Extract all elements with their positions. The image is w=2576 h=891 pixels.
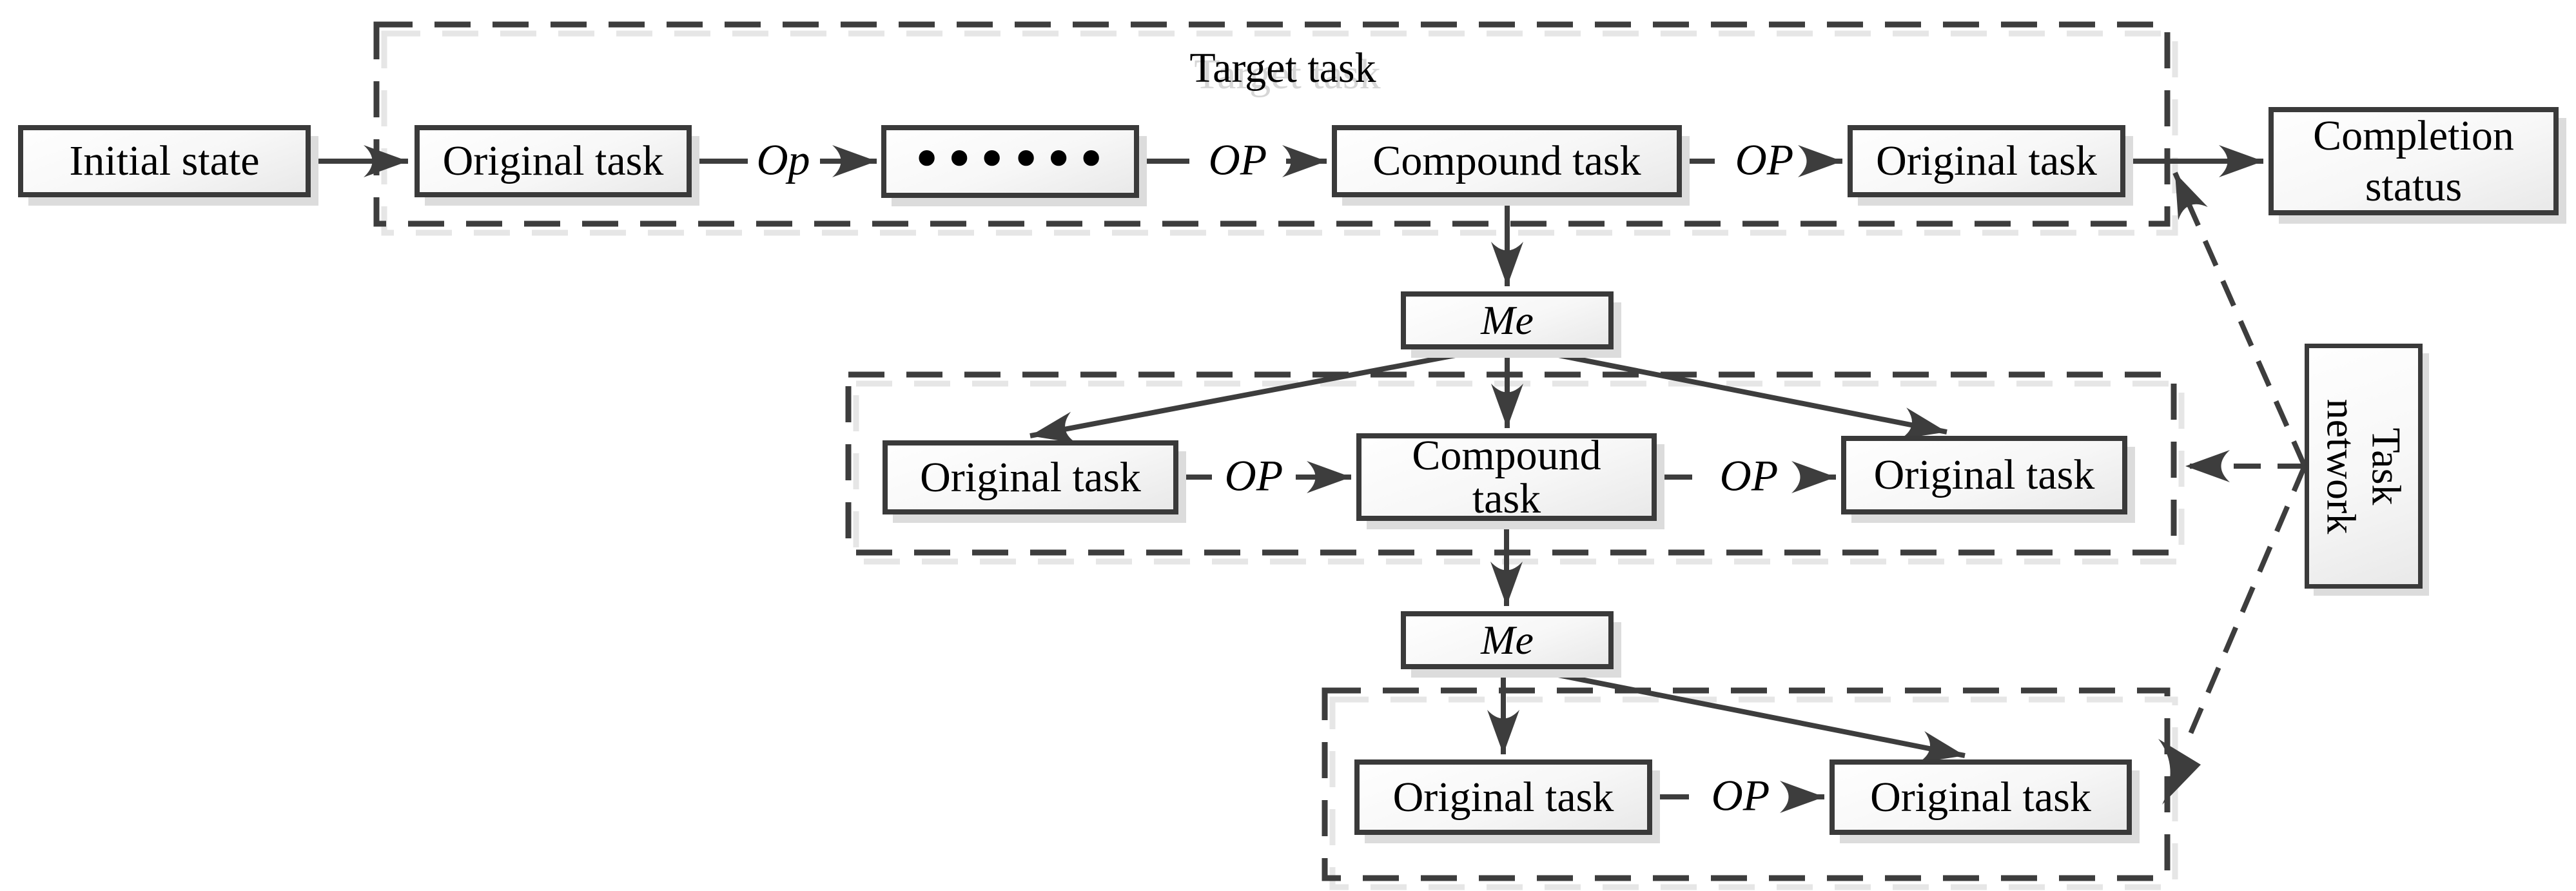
middle-container: [845, 371, 2177, 556]
node-original-task-r2a: Original task: [883, 440, 1178, 514]
node-label: Compound task: [1412, 431, 1601, 522]
edge-label-op-r1-2: OP: [1208, 135, 1267, 184]
edge-label-op-r2-1: OP: [1224, 451, 1283, 500]
node-label: Original task: [1873, 451, 2095, 499]
node-original-task-r3a: Original task: [1354, 759, 1652, 835]
dashed-line-network-to-bottom: [2184, 465, 2307, 744]
node-me-1: Me: [1401, 291, 1614, 349]
arrow-me2-to-original-r3b: [1528, 667, 1966, 763]
node-label: Compound task: [1372, 137, 1641, 185]
edge-label-op-r2-2: OP: [1719, 451, 1779, 500]
target-task-container-shadow: [381, 30, 2178, 236]
node-ellipsis: ……: [881, 79, 1139, 198]
arrow-me1-to-original-r2b: [1528, 347, 1947, 440]
bottom-container: [1322, 687, 2171, 881]
dashed-arrow-network-to-target: [2172, 171, 2307, 467]
node-original-task-r3b: Original task: [1830, 759, 2132, 835]
edge-label-op-r1-3: OP: [1735, 135, 1794, 184]
node-task-network: Task network: [2305, 344, 2423, 589]
node-label: Me: [1481, 617, 1534, 663]
edge-label-op-r1-1: Op: [756, 135, 810, 184]
node-label: Initial state: [69, 137, 260, 185]
node-label-line2: network: [2318, 398, 2365, 534]
node-original-task-r1a: Original task: [415, 125, 692, 197]
node-original-task-r2b: Original task: [1841, 436, 2127, 514]
node-me-2: Me: [1401, 611, 1614, 669]
edge-label-op-r3-1: OP: [1711, 770, 1770, 820]
target-task-container: [373, 21, 2171, 227]
node-compound-task-r1: Compound task: [1332, 125, 1682, 197]
node-compound-task-r2: Compound task: [1356, 433, 1657, 521]
node-label-line1: Task: [2363, 427, 2409, 505]
node-original-task-r1b: Original task: [1848, 125, 2125, 197]
node-completion-status: Completion status: [2269, 107, 2559, 215]
node-label: Original task: [442, 137, 664, 185]
arrow-me1-to-original-r2a: [1029, 347, 1487, 444]
node-label: Original task: [1876, 137, 2097, 185]
target-task-container-label: Target task: [1189, 44, 1376, 92]
ellipsis-dots: ……: [911, 79, 1109, 186]
node-initial-state: Initial state: [18, 125, 311, 197]
node-label: Me: [1481, 297, 1534, 344]
bottom-container-shadow: [1329, 696, 2178, 890]
node-label: Original task: [920, 453, 1141, 501]
node-label: Completion status: [2313, 112, 2514, 210]
node-label: Original task: [1870, 773, 2091, 821]
node-label: Original task: [1392, 773, 1614, 821]
task-network-rotated-text: Task network: [2309, 398, 2418, 534]
dashed-arrowhead-bottom-container: [2158, 739, 2201, 805]
